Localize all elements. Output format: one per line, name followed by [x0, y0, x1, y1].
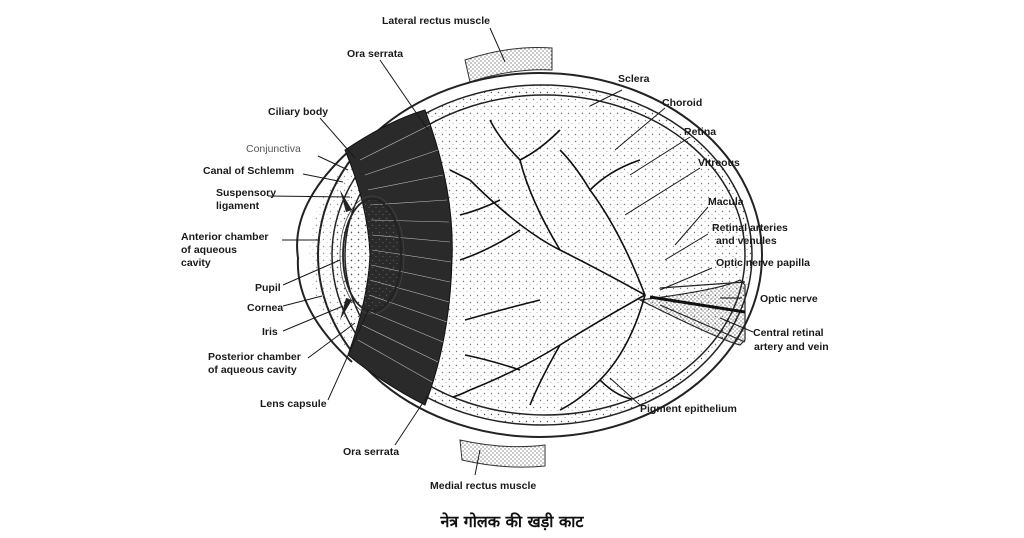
- label-retinal-arteries-2: and venules: [716, 235, 777, 247]
- label-retinal-arteries-1: Retinal arteries: [712, 222, 788, 234]
- label-choroid: Choroid: [662, 97, 702, 109]
- anterior-chamber: [309, 155, 352, 355]
- label-lateral-rectus: Lateral rectus muscle: [382, 15, 490, 27]
- leader-lines: [267, 27, 754, 476]
- label-pupil: Pupil: [255, 282, 281, 294]
- label-medial-rectus: Medial rectus muscle: [430, 480, 536, 492]
- vitreous-body: [347, 97, 743, 413]
- label-central-retinal-2: artery and vein: [754, 341, 829, 353]
- lens-capsule: [339, 195, 405, 315]
- label-ora-serrata-top: Ora serrata: [347, 48, 403, 60]
- label-suspensory-2: ligament: [216, 200, 260, 212]
- label-sclera: Sclera: [618, 73, 650, 85]
- label-macula: Macula: [708, 196, 744, 208]
- label-lens-capsule: Lens capsule: [260, 398, 327, 410]
- lateral-rectus-muscle: [464, 47, 553, 83]
- label-canal-schlemm: Canal of Schlemm: [203, 165, 294, 177]
- label-cornea: Cornea: [247, 302, 283, 314]
- label-iris: Iris: [262, 326, 278, 338]
- label-optic-papilla: Optic nerve papilla: [716, 257, 810, 269]
- label-central-retinal-1: Central retinal: [753, 327, 824, 339]
- iris-lower: [340, 298, 352, 320]
- label-anterior-3: cavity: [181, 257, 211, 269]
- retinal-vessels: [449, 119, 646, 411]
- medial-rectus-muscle: [459, 439, 546, 468]
- label-ora-serrata-bottom: Ora serrata: [343, 446, 399, 458]
- label-pigment-epithelium: Pigment epithelium: [640, 403, 737, 415]
- label-vitreous: Vitreous: [698, 157, 740, 169]
- label-posterior-2: of aqueous cavity: [208, 364, 297, 376]
- central-retinal-vessels: [649, 295, 746, 314]
- cornea: [296, 149, 353, 363]
- label-suspensory-1: Suspensory: [216, 187, 276, 199]
- lens: [342, 198, 402, 312]
- label-conjunctiva: Conjunctiva: [246, 143, 301, 155]
- iris: [340, 190, 352, 212]
- diagram-caption: नेत्र गोलक की खड़ी काट: [440, 512, 584, 531]
- label-optic-nerve: Optic nerve: [760, 293, 818, 305]
- optic-nerve: [637, 279, 746, 346]
- label-posterior-1: Posterior chamber: [208, 351, 301, 363]
- label-anterior-2: of aqueous: [181, 244, 237, 256]
- label-retina: Retina: [684, 126, 716, 138]
- optic-nerve-sheath: [659, 281, 746, 343]
- label-anterior-1: Anterior chamber: [181, 231, 269, 243]
- label-ciliary-body: Ciliary body: [268, 106, 328, 118]
